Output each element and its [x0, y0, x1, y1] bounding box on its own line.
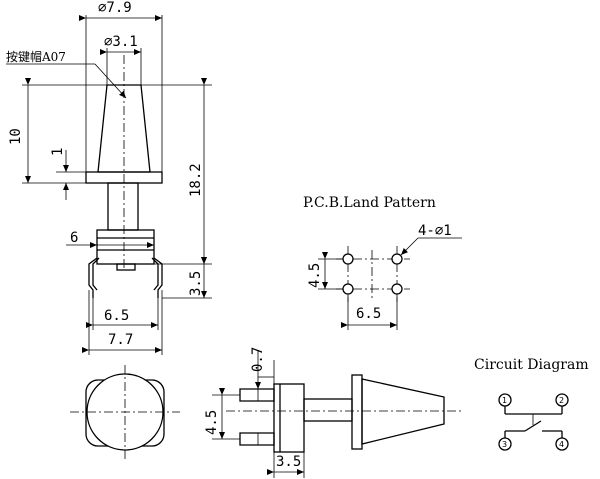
pin-2-icon [555, 393, 569, 407]
pcb-hole [342, 253, 354, 265]
side-stem [303, 398, 353, 422]
pcb-spacing-h: 6.5 [356, 306, 381, 322]
side-flange [351, 374, 363, 450]
side-view: 0.7 4.5 3.5 [204, 347, 462, 478]
upper-lead [239, 388, 275, 402]
circuit-diagram: Circuit Diagram 1 2 3 4 [474, 357, 589, 451]
body-bottom-tab [116, 263, 136, 271]
right-lead-inner [151, 257, 159, 291]
plunger-stem [107, 182, 139, 231]
front-view: ⌀7.9 ⌀3.1 按键帽A07 10 1 6 18.2 3.5 [6, 0, 212, 355]
dim-body-width: 6 [70, 230, 78, 246]
dim-dia-inner: ⌀3.1 [104, 34, 138, 50]
left-lead-inner [92, 257, 100, 291]
pin-1-label: 1 [502, 396, 507, 405]
dim-height-right: 18.2 [188, 163, 204, 197]
side-body [273, 383, 305, 453]
switch-blade [524, 420, 542, 432]
side-cap [361, 378, 445, 445]
pin-2-label: 2 [559, 396, 564, 405]
hole-leader [400, 237, 419, 256]
pin-4-label: 4 [559, 440, 564, 449]
pcb-hole-spec: 4-⌀1 [418, 223, 452, 239]
dim-lead-height: 3.5 [188, 271, 204, 296]
left-lead [88, 257, 98, 298]
circuit-title: Circuit Diagram [474, 357, 589, 373]
lower-lead [239, 432, 275, 446]
pcb-hole [391, 283, 403, 295]
switch-body [96, 229, 155, 265]
pin-4-icon [555, 437, 569, 451]
pin-1-icon [498, 393, 512, 407]
dim-overall-width: 7.7 [108, 332, 133, 348]
dim-lead-thickness: 0.7 [250, 347, 266, 372]
label-leader [94, 63, 127, 99]
dim-dia-outer: ⌀7.9 [98, 0, 132, 16]
dim-lead-spacing: 4.5 [204, 410, 220, 435]
dim-step: 1 [50, 148, 66, 156]
dim-lead-pitch: 6.5 [104, 308, 129, 324]
pin-3-icon [498, 437, 512, 451]
plan-view [70, 365, 180, 460]
pcb-spacing-v: 4.5 [307, 263, 323, 288]
cap-label: 按键帽A07 [6, 49, 66, 64]
dim-body-depth: 3.5 [276, 454, 301, 470]
right-lead [153, 257, 163, 298]
pin-3-label: 3 [502, 440, 507, 449]
pcb-pattern: P.C.B.Land Pattern 4-⌀1 4.5 6.5 [303, 195, 462, 330]
pcb-hole [391, 253, 403, 265]
dim-height-left: 10 [8, 128, 24, 145]
pcb-title: P.C.B.Land Pattern [303, 195, 436, 211]
pcb-hole [342, 283, 354, 295]
